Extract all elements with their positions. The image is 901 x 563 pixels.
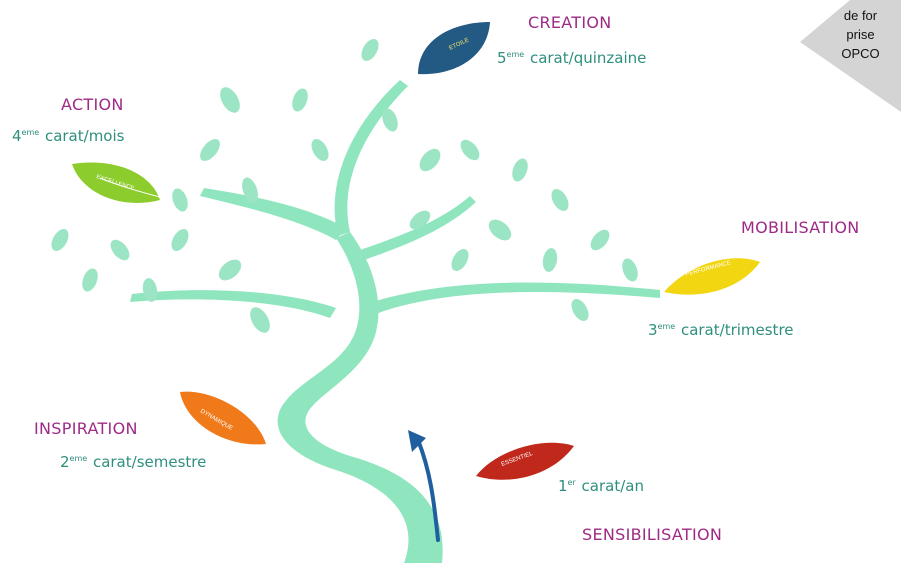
mobilisation-subtitle: 3eme carat/trimestre xyxy=(648,321,794,339)
sensibilisation-subtitle: 1er carat/an xyxy=(558,477,644,495)
corner-note: de for prise OPCO xyxy=(820,6,901,63)
inspiration-title: INSPIRATION xyxy=(34,419,138,438)
sensibilisation-ordinal: 1 xyxy=(558,477,568,495)
mobilisation-frequency: carat/trimestre xyxy=(676,321,794,339)
creation-ordinal-sup: eme xyxy=(506,50,525,59)
growth-arrow xyxy=(408,430,440,542)
corner-note-line-3: OPCO xyxy=(841,46,880,61)
action-ordinal: 4 xyxy=(12,127,22,145)
sensibilisation-ordinal-sup: er xyxy=(567,478,576,487)
leaf-performance: PERFORMANCE xyxy=(664,258,760,295)
sensibilisation-frequency: carat/an xyxy=(576,477,644,495)
mobilisation-ordinal: 3 xyxy=(648,321,658,339)
corner-note-line-2: prise xyxy=(846,27,875,42)
mobilisation-title: MOBILISATION xyxy=(741,218,860,237)
action-frequency: carat/mois xyxy=(40,127,125,145)
sensibilisation-title: SENSIBILISATION xyxy=(582,525,723,544)
mobilisation-ordinal-sup: eme xyxy=(657,322,676,331)
leaf-dynamique: DYNAMIQUE xyxy=(180,391,266,445)
creation-ordinal: 5 xyxy=(497,49,507,67)
creation-subtitle: 5eme carat/quinzaine xyxy=(497,49,646,67)
leaf-excellence: EXCELLENCE xyxy=(72,162,165,203)
creation-title: CREATION xyxy=(528,13,612,32)
tree-foliage xyxy=(51,39,638,333)
inspiration-ordinal-sup: eme xyxy=(69,454,88,463)
corner-note-line-1: de for xyxy=(843,8,878,23)
inspiration-subtitle: 2eme carat/semestre xyxy=(60,453,206,471)
leaf-essentiel: ESSENTIEL xyxy=(476,442,574,480)
corner-note-shape xyxy=(800,0,901,112)
action-subtitle: 4eme carat/mois xyxy=(12,127,124,145)
inspiration-ordinal: 2 xyxy=(60,453,70,471)
creation-frequency: carat/quinzaine xyxy=(525,49,647,67)
inspiration-frequency: carat/semestre xyxy=(88,453,207,471)
leaf-etoile: ETOILE xyxy=(418,22,490,75)
action-title: ACTION xyxy=(61,95,124,114)
action-ordinal-sup: eme xyxy=(21,128,40,137)
